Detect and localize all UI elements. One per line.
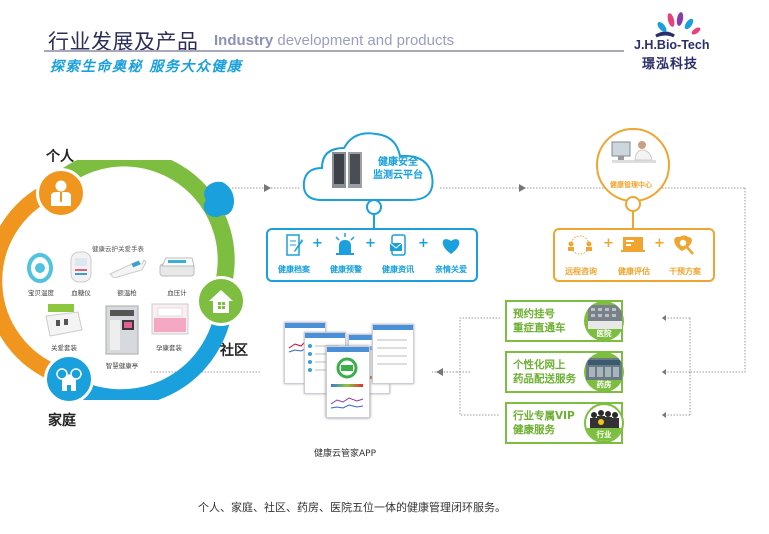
pregnancy-kit-icon xyxy=(151,303,189,335)
right-vertical-line xyxy=(690,188,746,373)
baby-thermometer-icon xyxy=(27,253,53,283)
blood-pressure-monitor-icon xyxy=(159,257,195,277)
device-label: 关爱套装 xyxy=(51,344,77,352)
blue-blob-icon xyxy=(203,181,235,218)
node-label-family: 家庭 xyxy=(48,413,76,429)
cloud-item-label: 健康预警 xyxy=(330,265,362,274)
cloud-connector xyxy=(366,199,382,229)
devices-title: 健康云护关爱手表 xyxy=(92,245,144,253)
server-icon xyxy=(332,152,362,188)
service-tag: 行业 xyxy=(586,428,622,441)
center-item-label: 健康评估 xyxy=(618,267,650,276)
node-label-community: 社区 xyxy=(220,343,248,359)
doctor-computer-icon xyxy=(611,141,656,163)
node-label-personal: 个人 xyxy=(46,149,74,165)
center-item-label: 远程咨询 xyxy=(565,267,597,276)
footer-caption: 个人、家庭、社区、药房、医院五位一体的健康管理闭环服务。 xyxy=(198,501,506,514)
cloud-platform-title: 健康安全 监测云平台 xyxy=(368,156,428,182)
service-line2: 药品配送服务 xyxy=(513,373,576,385)
cloud-item-label: 健康资讯 xyxy=(382,265,414,274)
slogan: 探索生命奥秘 服务大众健康 xyxy=(50,59,243,75)
logo-text-cn: 璟泓科技 xyxy=(642,57,699,72)
service-line1: 行业专属VIP xyxy=(513,410,575,422)
service-line1: 预约挂号 xyxy=(513,308,555,320)
forehead-thermometer-icon xyxy=(109,259,147,278)
device-label: 额温枪 xyxy=(117,289,137,297)
group-people-icon xyxy=(590,410,619,430)
service-line2: 重症直通车 xyxy=(513,322,566,334)
plus-sign: + xyxy=(603,236,614,251)
pharmacy-building-icon xyxy=(586,358,622,380)
center-item-label: 干预方案 xyxy=(669,267,701,276)
alarm-light-icon xyxy=(335,233,355,255)
service-line2: 健康服务 xyxy=(513,424,555,436)
plus-sign: + xyxy=(312,236,323,251)
plus-sign: + xyxy=(418,236,429,251)
page-subtitle-en: Industry development and products xyxy=(214,32,454,49)
service-line1: 个性化网上 xyxy=(513,359,566,371)
arrow-right-icon xyxy=(519,184,526,192)
management-center-title: 健康管理中心 xyxy=(610,181,652,189)
health-badge-thumb-icon xyxy=(330,357,364,409)
device-label: 血糖仪 xyxy=(71,289,91,297)
cloud-services-box xyxy=(266,228,478,282)
ring-segment-green xyxy=(49,160,235,304)
logo-mark-icon xyxy=(655,12,701,38)
pharmacy-photo: 药房 xyxy=(584,352,624,392)
arrow-right-icon xyxy=(264,184,271,192)
notebook-icon xyxy=(286,234,303,256)
app-label: 健康云管家APP xyxy=(314,449,377,459)
cloud-title-line2: 监测云平台 xyxy=(373,170,423,181)
services-left-bracket xyxy=(459,317,500,416)
hospital-building-icon xyxy=(588,305,622,329)
logo-text-en: J.H.Bio-Tech xyxy=(634,38,710,52)
app-screen xyxy=(372,324,414,384)
node-community[interactable] xyxy=(196,276,246,326)
device-label: 孕康套装 xyxy=(156,344,182,352)
subtitle-bold: Industry xyxy=(214,32,274,49)
heart-icon xyxy=(442,239,460,254)
person-icon xyxy=(51,180,71,206)
cloud-title-line1: 健康安全 xyxy=(378,157,418,168)
device-label: 血压计 xyxy=(167,289,187,297)
phone-message-icon xyxy=(389,234,406,256)
house-icon xyxy=(209,290,233,313)
text-thumb-icon xyxy=(377,339,407,365)
industry-photo: 行业 xyxy=(584,403,624,443)
service-tag: 医院 xyxy=(596,329,612,338)
glucose-meter-icon xyxy=(70,251,92,283)
care-kit-icon xyxy=(45,304,83,337)
cloud-item-label: 亲情关爱 xyxy=(435,265,467,274)
hospital-photo: 医院 xyxy=(584,301,624,341)
plus-sign: + xyxy=(365,236,376,251)
laptop-icon xyxy=(621,237,645,252)
device-label: 宝贝温度 xyxy=(28,289,54,297)
device-label: 智慧健康亭 xyxy=(105,362,139,370)
arrow-left-icon xyxy=(436,368,443,376)
app-screen-main xyxy=(326,346,370,418)
health-kiosk-icon xyxy=(105,305,139,355)
family-icon xyxy=(56,368,82,391)
consult-people-icon xyxy=(568,235,592,255)
plus-sign: + xyxy=(654,236,665,251)
heart-magnifier-icon xyxy=(674,235,694,255)
center-connector xyxy=(625,196,641,229)
cloud-item-label: 健康档案 xyxy=(278,265,310,274)
subtitle-rest: development and products xyxy=(273,32,455,49)
service-tag: 药房 xyxy=(596,380,612,389)
ring-segment-orange xyxy=(0,182,63,383)
node-family[interactable] xyxy=(44,354,94,404)
title-divider xyxy=(44,50,624,52)
node-personal[interactable] xyxy=(36,168,86,218)
